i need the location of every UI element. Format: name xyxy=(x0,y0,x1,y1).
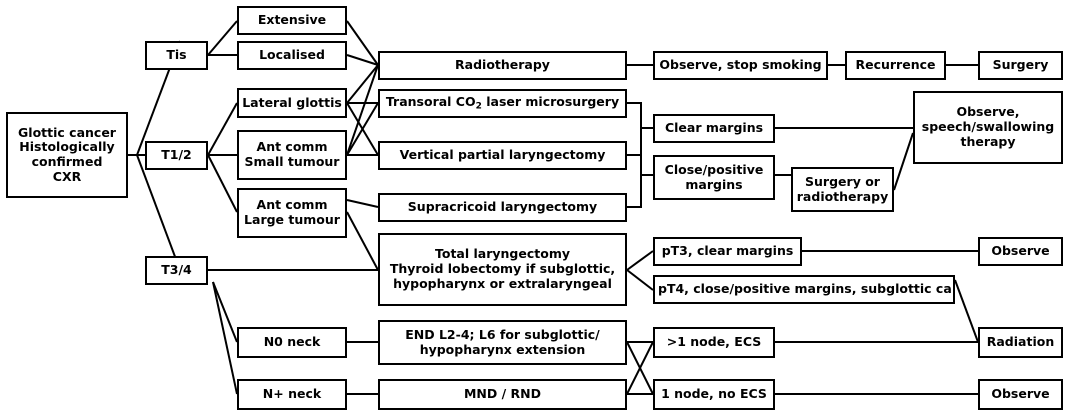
node-t34[interactable]: T3/4 xyxy=(145,256,208,285)
edge-total-to-pt3 xyxy=(626,250,654,271)
node-supracricoid-laryngectomy[interactable]: Supracricoid laryngectomy xyxy=(378,193,627,222)
node-surgery[interactable]: Surgery xyxy=(978,51,1063,80)
node-recurrence[interactable]: Recurrence xyxy=(845,51,946,80)
node-1-node-no-ecs-label: 1 node, no ECS xyxy=(661,386,767,402)
edge-small-to-radiotherapy xyxy=(346,64,379,156)
edge-bracket-transoral xyxy=(627,102,642,128)
node-end-dissection-label: END L2-4; L6 for subglottic/hypopharynx … xyxy=(405,326,600,357)
node-end-dissection[interactable]: END L2-4; L6 for subglottic/hypopharynx … xyxy=(378,320,627,365)
edge-lateral-to-radiotherapy xyxy=(346,64,379,104)
node-observe-pt3-label: Observe xyxy=(991,243,1050,259)
node-localised[interactable]: Localised xyxy=(237,41,347,70)
node-1-node-no-ecs[interactable]: 1 node, no ECS xyxy=(653,379,775,410)
edge-t12-to-large xyxy=(207,154,238,213)
edge-localised-to-radiotherapy xyxy=(346,54,379,66)
node-radiation-label: Radiation xyxy=(986,334,1055,350)
node-radiation[interactable]: Radiation xyxy=(978,327,1063,358)
node-pt3-clear-margins-label: pT3, clear margins xyxy=(661,243,794,259)
node-recurrence-label: Recurrence xyxy=(855,57,936,73)
node-localised-label: Localised xyxy=(259,47,325,63)
node-t34-label: T3/4 xyxy=(161,262,192,278)
edge-tis-to-extensive xyxy=(207,20,238,56)
node-extensive[interactable]: Extensive xyxy=(237,6,347,35)
node-n-plus-neck[interactable]: N+ neck xyxy=(237,379,347,410)
edge-surgery-rt-to-observe-speech xyxy=(893,132,914,191)
node-surgery-label: Surgery xyxy=(992,57,1049,73)
node-clear-margins-label: Clear margins xyxy=(664,120,764,136)
edge-t12-to-lateral xyxy=(207,102,238,156)
node-observe-stop-smoking-label: Observe, stop smoking xyxy=(659,57,822,73)
node-transoral-subscript: 2 xyxy=(475,101,482,112)
edge-large-to-total xyxy=(346,211,379,271)
node-pt4-close-positive-label: pT4, close/positive margins, subglottic … xyxy=(658,281,952,297)
node-observe-node[interactable]: Observe xyxy=(978,379,1063,410)
node-n0-neck-label: N0 neck xyxy=(263,334,321,350)
edge-bracket-vertical xyxy=(627,128,642,156)
edge-t34-to-n0 xyxy=(212,281,238,343)
edge-small-to-transoral xyxy=(346,102,379,156)
node-vertical-partial-laryngectomy[interactable]: Vertical partial laryngectomy xyxy=(378,141,627,170)
node-tis[interactable]: Tis xyxy=(145,41,208,70)
edge-large-to-supracricoid xyxy=(346,199,379,208)
node-lateral-glottis-label: Lateral glottis xyxy=(242,94,342,110)
node-t12[interactable]: T1/2 xyxy=(145,141,208,170)
node-radiotherapy[interactable]: Radiotherapy xyxy=(378,51,627,80)
node-n-plus-neck-label: N+ neck xyxy=(262,386,322,402)
node-transoral-label-post: laser microsurgery xyxy=(481,93,620,109)
node-observe-pt3[interactable]: Observe xyxy=(978,237,1063,266)
node-n0-neck[interactable]: N0 neck xyxy=(237,327,347,358)
edge-bracket-supracricoid xyxy=(627,175,642,208)
edge-pt4-to-radiation xyxy=(954,279,979,343)
edge-root-branch-down xyxy=(136,154,181,271)
node-gt1-node-ecs-label: >1 node, ECS xyxy=(666,334,762,350)
edge-mnd-to-gt1node xyxy=(626,341,654,395)
node-mnd-rnd-label: MND / RND xyxy=(463,386,541,402)
node-transoral-label-pre: Transoral CO xyxy=(385,93,476,109)
node-pt4-close-positive[interactable]: pT4, close/positive margins, subglottic … xyxy=(653,275,955,304)
node-observe-node-label: Observe xyxy=(991,386,1050,402)
node-extensive-label: Extensive xyxy=(257,12,327,28)
node-vertical-partial-label: Vertical partial laryngectomy xyxy=(399,147,606,163)
node-clear-margins[interactable]: Clear margins xyxy=(653,114,775,143)
node-tis-label: Tis xyxy=(166,47,187,63)
node-transoral-co2-laser[interactable]: Transoral CO2 laser microsurgery xyxy=(378,89,627,118)
node-mnd-rnd[interactable]: MND / RND xyxy=(378,379,627,410)
node-radiotherapy-label: Radiotherapy xyxy=(455,57,550,73)
node-lateral-glottis[interactable]: Lateral glottis xyxy=(237,88,347,118)
edge-extensive-to-radiotherapy xyxy=(346,20,379,66)
node-pt3-clear-margins[interactable]: pT3, clear margins xyxy=(653,237,802,266)
node-gt1-node-ecs[interactable]: >1 node, ECS xyxy=(653,327,775,358)
node-supracricoid-label: Supracricoid laryngectomy xyxy=(407,199,598,215)
edge-t34-to-nplus xyxy=(212,281,238,395)
edge-total-to-pt4 xyxy=(626,269,654,291)
node-t12-label: T1/2 xyxy=(161,147,192,163)
node-observe-stop-smoking[interactable]: Observe, stop smoking xyxy=(653,51,828,80)
